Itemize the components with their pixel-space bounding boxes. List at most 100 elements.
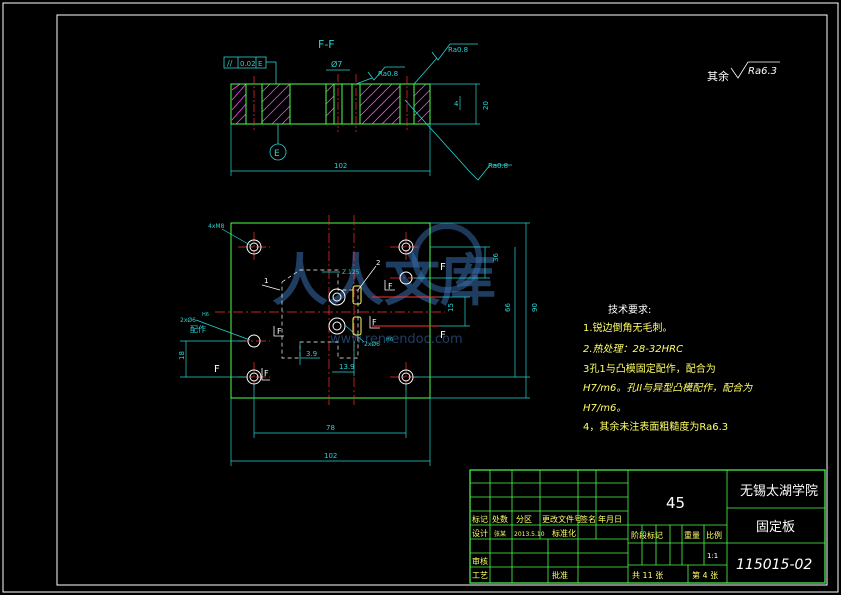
svg-text:102: 102 — [324, 452, 337, 460]
watermark: 人人文库 www.renrendoc.com — [272, 223, 496, 347]
material: 45 — [666, 494, 685, 512]
svg-text:2xØ6: 2xØ6 — [364, 341, 380, 348]
svg-text:Ra0.8: Ra0.8 — [378, 70, 398, 78]
svg-text:标准化: 标准化 — [552, 528, 576, 538]
svg-text:F: F — [372, 318, 377, 327]
svg-text:20: 20 — [482, 101, 490, 110]
svg-text:H6: H6 — [202, 312, 209, 318]
svg-text:2013.5.10: 2013.5.10 — [514, 531, 545, 538]
section-hole-edges — [245, 84, 415, 124]
svg-text:2: 2 — [376, 259, 380, 267]
roughness-top: Ra0.8 — [413, 43, 478, 85]
section-centerlines — [253, 74, 408, 132]
corner-holes — [246, 239, 414, 385]
svg-text:F: F — [264, 369, 269, 378]
svg-text:4: 4 — [454, 100, 459, 108]
section-title: F-F — [318, 38, 335, 51]
svg-text:3孔1与凸模固定配作，配合为: 3孔1与凸模固定配作，配合为 — [583, 362, 716, 375]
svg-text:F: F — [440, 330, 446, 341]
svg-text:签名: 签名 — [580, 514, 596, 524]
svg-text:90: 90 — [531, 303, 539, 312]
svg-text:第 4 张: 第 4 张 — [692, 570, 718, 580]
svg-text:1.锐边倒角无毛刺。: 1.锐边倒角无毛刺。 — [583, 321, 673, 334]
svg-text:36: 36 — [492, 253, 500, 262]
plan-small-dims — [299, 342, 355, 376]
dim-section-width: 102 — [230, 124, 431, 176]
svg-text:比例: 比例 — [706, 530, 722, 540]
center-holes — [328, 285, 362, 336]
drawing-number: 115015-02 — [736, 557, 812, 573]
section-cut-line — [372, 296, 440, 327]
title-block: 45 无锡太湖学院 固定板 115015-02 标记 处数 分区 更改文件号 签… — [469, 469, 826, 584]
svg-text:F: F — [440, 262, 446, 273]
svg-text:0.02: 0.02 — [240, 60, 256, 68]
plan-view: F F F F F F F 4xM8 1 2 Z.125 2xØ6 H6 配作 — [178, 215, 539, 466]
dim-thickness: 4 20 — [430, 83, 490, 125]
svg-text:处数: 处数 — [492, 514, 508, 524]
school-name: 无锡太湖学院 — [740, 483, 818, 499]
svg-text:设计: 设计 — [472, 528, 488, 538]
svg-text:年月日: 年月日 — [598, 514, 622, 524]
svg-text:标记: 标记 — [472, 514, 488, 524]
svg-text:4，其余未注表面粗糙度为Ra6.3: 4，其余未注表面粗糙度为Ra6.3 — [583, 420, 728, 433]
svg-text:18: 18 — [178, 351, 186, 360]
roughness-default: 其余 Ra6.3 — [707, 61, 780, 83]
svg-text:78: 78 — [326, 424, 335, 432]
hidden-profile — [281, 269, 359, 359]
svg-text:H7/m6。孔II与异型凸模配作，配合为: H7/m6。孔II与异型凸模配作，配合为 — [583, 382, 753, 394]
plan-leaders: 4xM8 1 2 Z.125 2xØ6 H6 配作 2xØ6 H6 — [180, 223, 393, 348]
svg-text:F: F — [277, 327, 282, 336]
svg-text:批准: 批准 — [552, 570, 568, 580]
svg-text:Ra6.3: Ra6.3 — [748, 66, 777, 77]
svg-text:阶段标记: 阶段标记 — [631, 530, 663, 540]
svg-text:张某: 张某 — [494, 530, 506, 538]
svg-text:1: 1 — [264, 277, 268, 285]
svg-text:Ra0.8: Ra0.8 — [448, 46, 468, 54]
svg-text:2.热处理：28-32HRC: 2.热处理：28-32HRC — [583, 343, 683, 355]
section-markers: F F F F F F F — [214, 262, 446, 381]
inner-border — [56, 14, 828, 586]
svg-text:Z.125: Z.125 — [342, 269, 360, 276]
svg-text:更改文件号: 更改文件号 — [542, 514, 582, 524]
tech-requirements: 技术要求: 1.锐边倒角无毛刺。 2.热处理：28-32HRC 3孔1与凸模固定… — [583, 303, 753, 433]
watermark-text: 人人文库 — [272, 249, 496, 314]
svg-text:审核: 审核 — [472, 556, 488, 566]
svg-text://: // — [227, 59, 233, 68]
dim-hole-dia: Ø7 — [326, 59, 350, 71]
svg-text:其余: 其余 — [707, 69, 729, 83]
svg-text:H7/m6。: H7/m6。 — [583, 403, 626, 414]
svg-text:共 11 张: 共 11 张 — [632, 571, 663, 580]
svg-text:3.9: 3.9 — [306, 350, 317, 358]
svg-text:102: 102 — [334, 162, 347, 170]
tolerance-frame: // 0.02 E — [223, 56, 277, 84]
plan-bottom-dims — [230, 384, 431, 466]
roughness-bottom: Ra0.8 — [404, 99, 512, 181]
svg-text:H6: H6 — [386, 337, 393, 343]
svg-text:配作: 配作 — [190, 324, 206, 334]
svg-text:F: F — [388, 282, 393, 291]
svg-text:2xØ6: 2xØ6 — [180, 317, 196, 324]
svg-text:E: E — [258, 60, 262, 68]
part-name: 固定板 — [756, 520, 795, 535]
svg-text:1:1: 1:1 — [707, 552, 718, 560]
svg-text:Ø7: Ø7 — [331, 59, 342, 69]
section-outline — [230, 83, 431, 125]
datum-e: E — [269, 124, 287, 161]
section-view: F-F — [223, 38, 512, 181]
svg-text:技术要求:: 技术要求: — [608, 303, 651, 316]
svg-text:分区: 分区 — [516, 515, 532, 524]
svg-text:F: F — [214, 364, 220, 375]
svg-text:15: 15 — [447, 303, 455, 312]
svg-text:66: 66 — [504, 303, 512, 312]
svg-text:工艺: 工艺 — [472, 571, 488, 580]
svg-text:Ra0.8: Ra0.8 — [488, 162, 508, 170]
plan-left-dims — [180, 340, 246, 378]
plan-outline — [230, 222, 431, 399]
roughness-hole: Ra0.8 — [355, 66, 405, 85]
svg-text:E: E — [274, 149, 280, 159]
svg-text:重量: 重量 — [684, 530, 700, 540]
plan-right-dims — [414, 222, 530, 399]
svg-text:13.9: 13.9 — [339, 363, 355, 371]
